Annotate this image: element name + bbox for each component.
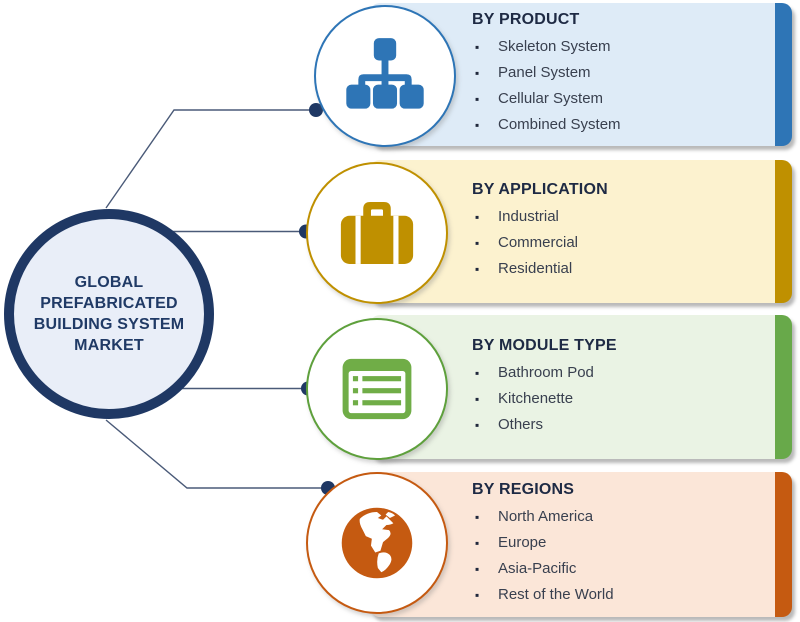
central-market-circle: GLOBAL PREFABRICATED BUILDING SYSTEM MAR… <box>4 209 214 419</box>
hub-title-line: GLOBAL <box>74 274 144 291</box>
briefcase-icon <box>340 202 414 264</box>
list-item: North America <box>472 504 767 530</box>
list-item: Cellular System <box>472 86 767 112</box>
connector-line-regions <box>105 419 328 489</box>
panel-title-regions: BY REGIONS <box>472 481 575 498</box>
globe-americas-icon <box>341 507 413 579</box>
panel-title-application: BY APPLICATION <box>472 181 608 198</box>
list-item: Asia-Pacific <box>472 556 767 582</box>
module-type-icon-circle <box>306 318 448 460</box>
list-item: Commercial <box>472 230 767 256</box>
hub-title-line: BUILDING SYSTEM <box>33 316 185 333</box>
list-item: Kitchenette <box>472 386 767 412</box>
list-item: Rest of the World <box>472 582 767 608</box>
connector-dot-product <box>309 103 323 117</box>
connector-line-product <box>105 109 316 209</box>
list-item: Bathroom Pod <box>472 360 767 386</box>
hub-title-line: PREFABRICATED <box>40 295 178 312</box>
list-item: Industrial <box>472 204 767 230</box>
list-item: Combined System <box>472 112 767 138</box>
panel-title-product: BY PRODUCT <box>472 11 580 28</box>
list-item: Europe <box>472 530 767 556</box>
list-icon <box>342 358 412 420</box>
panel-by-regions: BY REGIONS North America Europe Asia-Pac… <box>370 472 792 617</box>
list-item: Others <box>472 412 767 438</box>
regions-icon-circle <box>306 472 448 614</box>
application-list: Industrial Commercial Residential <box>472 204 767 282</box>
list-item: Skeleton System <box>472 34 767 60</box>
product-icon-circle <box>314 5 456 147</box>
list-item: Panel System <box>472 60 767 86</box>
application-icon-circle <box>306 162 448 304</box>
panel-title-module-type: BY MODULE TYPE <box>472 336 617 354</box>
list-item: Residential <box>472 256 767 282</box>
regions-list: North America Europe Asia-Pacific Rest o… <box>472 504 767 608</box>
module-type-list: Bathroom Pod Kitchenette Others <box>472 360 767 438</box>
sitemap-icon <box>346 38 424 109</box>
product-list: Skeleton System Panel System Cellular Sy… <box>472 34 767 138</box>
hub-title-line: MARKET <box>74 337 144 354</box>
